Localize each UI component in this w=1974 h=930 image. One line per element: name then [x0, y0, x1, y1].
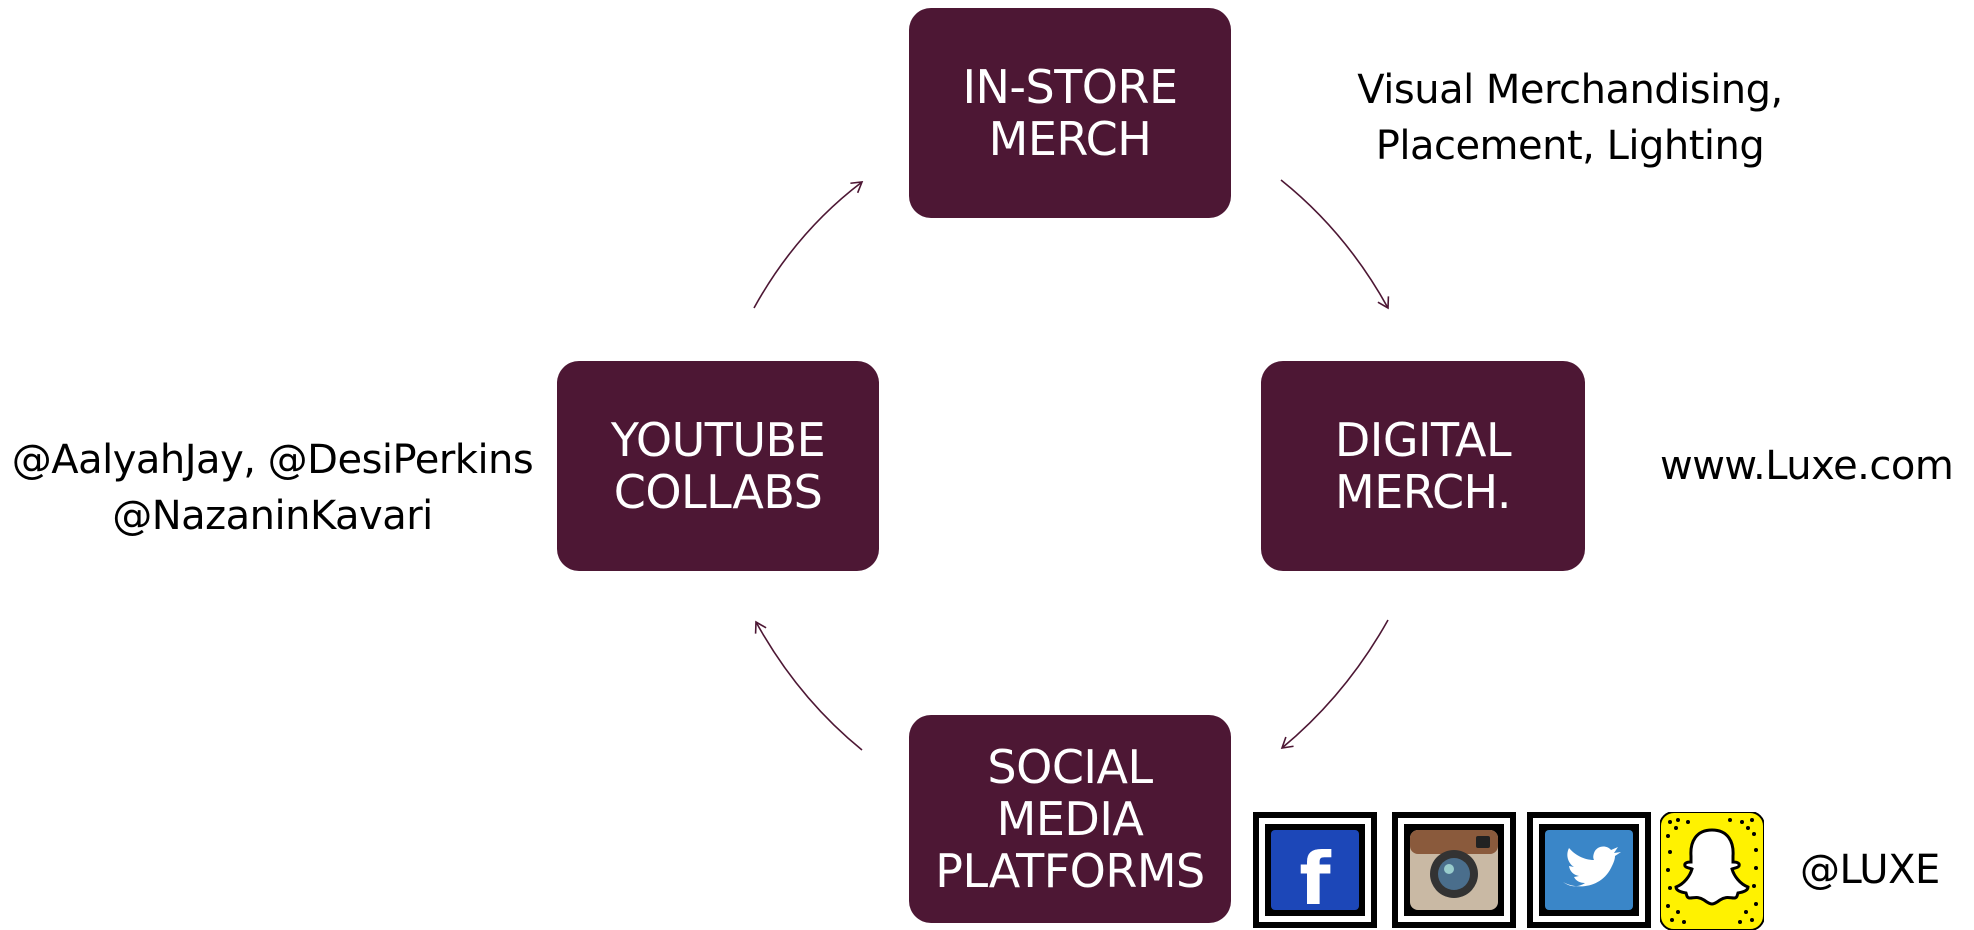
node-label-line: MERCH [988, 112, 1152, 166]
facebook-icon: f [1253, 812, 1377, 928]
annotation-line: Visual Merchandising, [1357, 67, 1783, 113]
annotation-line: Placement, Lighting [1375, 123, 1765, 169]
social-handle-text: @LUXE [1800, 847, 1940, 893]
annotation-line: @NazaninKavari [112, 493, 433, 539]
annotation-line: @AalyahJay, @DesiPerkins [11, 437, 534, 483]
annotation-digital: www.Luxe.com [1660, 438, 1974, 494]
node-label-line: YOUTUBE [610, 413, 826, 467]
arrow-social-to-youtube [754, 620, 863, 751]
node-in-store-merch: IN-STORE MERCH [909, 8, 1231, 218]
node-label-line: IN-STORE [962, 60, 1178, 114]
node-social-media-platforms: SOCIAL MEDIA PLATFORMS [909, 715, 1231, 923]
node-label-line: COLLABS [613, 465, 823, 519]
annotation-social-handle: @LUXE [1800, 842, 1940, 898]
arrow-digital-to-social [1280, 619, 1389, 749]
node-label-line: MERCH. [1335, 465, 1511, 519]
node-digital-merch: DIGITAL MERCH. [1261, 361, 1585, 571]
node-youtube-collabs: YOUTUBE COLLABS [557, 361, 879, 571]
snapchat-icon [1660, 812, 1764, 930]
node-label-line: PLATFORMS [935, 844, 1205, 898]
arrow-youtube-to-instore [753, 181, 864, 309]
instagram-icon [1392, 812, 1516, 928]
annotation-in-store: Visual Merchandising, Placement, Lightin… [1340, 62, 1800, 174]
arrow-instore-to-digital [1280, 179, 1390, 310]
svg-text:f: f [1299, 837, 1331, 921]
node-label-line: SOCIAL [987, 740, 1153, 794]
node-label-line: DIGITAL [1334, 413, 1512, 467]
annotation-youtube: @AalyahJay, @DesiPerkins @NazaninKavari [0, 432, 545, 544]
website-link-text: www.Luxe.com [1660, 443, 1954, 489]
node-label-line: MEDIA [996, 792, 1144, 846]
twitter-icon [1527, 812, 1651, 928]
